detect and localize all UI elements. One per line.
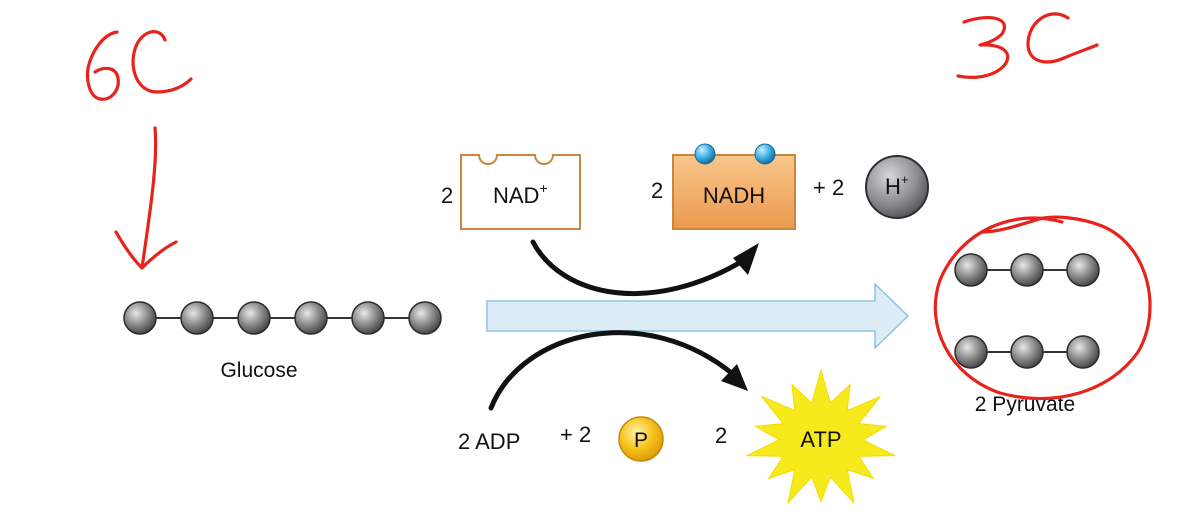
atp-label: ATP	[800, 427, 841, 452]
pyruvate-1-carbon-atom	[954, 253, 988, 287]
atp-coefficient: 2	[715, 423, 727, 448]
handwritten-down-arrow	[114, 126, 178, 270]
nad-reduction-arrowhead	[733, 243, 759, 275]
pyruvate-2-carbon-atom	[954, 335, 988, 369]
nadh-label: NADH	[703, 183, 765, 208]
adp-phosphorylation-arrowhead	[721, 364, 748, 391]
phosphate-label: P	[634, 429, 648, 452]
adp-phosphorylation-arrow	[488, 330, 737, 411]
glucose-carbon-atom	[180, 301, 214, 335]
electron-dot-1	[694, 143, 716, 165]
glucose-carbon-atom	[123, 301, 157, 335]
pyruvate-2-carbon-atom	[1066, 335, 1100, 369]
atp-star	[746, 368, 896, 505]
glucose-label: Glucose	[220, 359, 297, 382]
pyruvate-chains	[954, 253, 1100, 369]
nad-coefficient: 2	[441, 183, 453, 208]
handwritten-6c: 6C	[85, 30, 193, 101]
handwritten-circle	[933, 215, 1152, 401]
handwritten-3c: 3C	[956, 12, 1099, 79]
pyruvate-1-carbon-atom	[1066, 253, 1100, 287]
phosphate-icon	[618, 416, 664, 462]
adp-label: 2 ADP	[458, 429, 520, 454]
hydrogen-ion	[865, 155, 929, 219]
nadh-coefficient: 2	[651, 178, 663, 203]
glucose-carbon-atom	[408, 301, 442, 335]
glucose-carbon-atom	[237, 301, 271, 335]
nad-plus-box	[460, 154, 581, 230]
pyruvate-1-carbon-atom	[1010, 253, 1044, 287]
electron-dot-2	[754, 143, 776, 165]
nad-reduction-arrow	[530, 239, 749, 297]
phosphate-prefix: + 2	[560, 422, 591, 447]
nad-plus-label: NAD+	[493, 180, 548, 208]
glucose-carbon-atom	[294, 301, 328, 335]
hydrogen-prefix: + 2	[813, 175, 844, 200]
nadh-box	[672, 143, 796, 230]
hydrogen-ion-label: H+	[885, 172, 908, 199]
glucose-chain	[123, 301, 442, 335]
main-reaction-arrow	[486, 282, 910, 350]
glucose-carbon-atom	[351, 301, 385, 335]
pyruvate-2-carbon-atom	[1010, 335, 1044, 369]
